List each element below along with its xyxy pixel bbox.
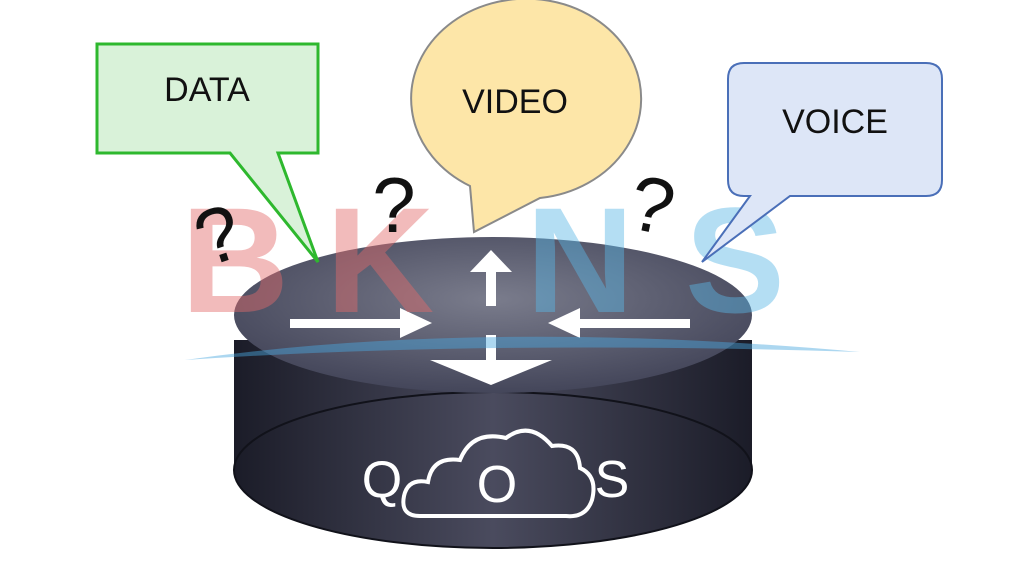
arrow-down-icon: [430, 360, 552, 385]
bubble-data: DATA: [95, 42, 320, 263]
arrow-right-icon: [400, 308, 432, 338]
router-body: [234, 340, 752, 548]
question-mark-center: ?: [372, 161, 415, 249]
arrow-up-icon: [470, 250, 512, 272]
question-mark-right: ?: [622, 157, 683, 252]
bubble-voice-shape: [701, 62, 943, 263]
cloud-icon: [401, 428, 596, 519]
bubble-data-shape: [95, 42, 320, 263]
router: Q O S: [233, 237, 753, 549]
watermark-letter-k: K: [326, 176, 434, 344]
watermark-swoosh: [185, 336, 860, 360]
bubble-video-shape: [410, 0, 643, 234]
arrow-left-icon: [548, 308, 580, 338]
watermark-letter-n: N: [526, 176, 634, 344]
router-letter-q: Q: [362, 451, 402, 509]
router-arrows: [290, 250, 690, 385]
bubble-video: VIDEO: [410, 0, 643, 234]
bubble-voice-label: VOICE: [782, 103, 888, 141]
router-top: [234, 237, 752, 393]
watermark: B K N S: [181, 176, 860, 360]
bubble-voice: VOICE: [701, 62, 943, 263]
bubble-data-label: DATA: [164, 71, 250, 109]
bubble-video-label: VIDEO: [462, 83, 568, 121]
router-letter-s: S: [595, 451, 630, 509]
router-letter-o: O: [477, 456, 517, 514]
